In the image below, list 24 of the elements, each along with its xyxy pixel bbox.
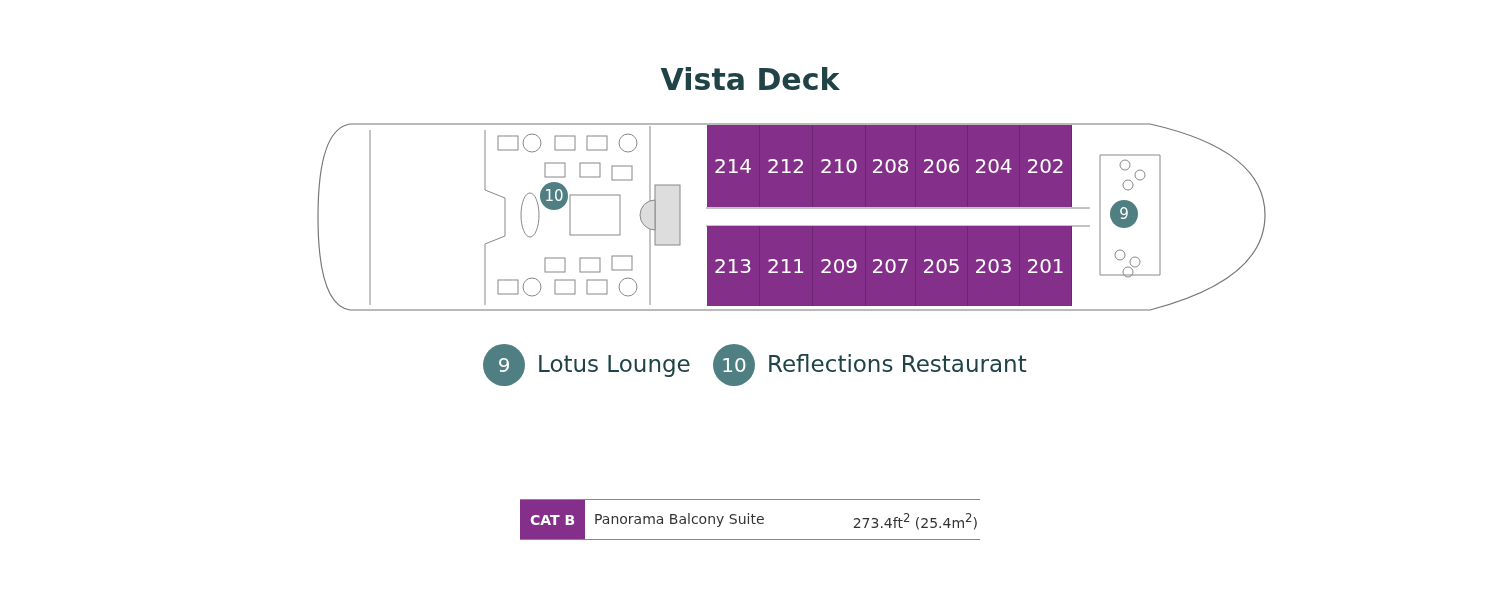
cabin-box: 201 [1020,226,1072,306]
category-label: CAT B [520,500,585,539]
cabin-box: 211 [760,226,813,306]
cabin-type-text: Panorama Balcony Suite [594,511,765,527]
cabin-box: 207 [866,226,916,306]
cabin-box: 206 [916,125,968,207]
area-name: Lotus Lounge [537,351,691,377]
cabin-box: 203 [968,226,1020,306]
area-name: Reflections Restaurant [767,351,1027,377]
cabin-box: 208 [866,125,916,207]
cabin-box: 205 [916,226,968,306]
callout-number: 10 [713,344,755,386]
cabin-box: 214 [707,125,760,207]
cabin-box: 204 [968,125,1020,207]
callout-number: 10 [540,182,568,210]
cabin-box: 202 [1020,125,1072,207]
callout-number: 9 [1110,200,1138,228]
cabin-box: 210 [813,125,866,207]
cabin-size-text: 273.4ft$^{2}$ (25.4m$^{2}$) [851,511,978,531]
cabin-box: 212 [760,125,813,207]
cabin-box: 213 [707,226,760,306]
cabin-box: 209 [813,226,866,306]
callout-number: 9 [483,344,525,386]
title: Vista Deck [659,62,841,97]
